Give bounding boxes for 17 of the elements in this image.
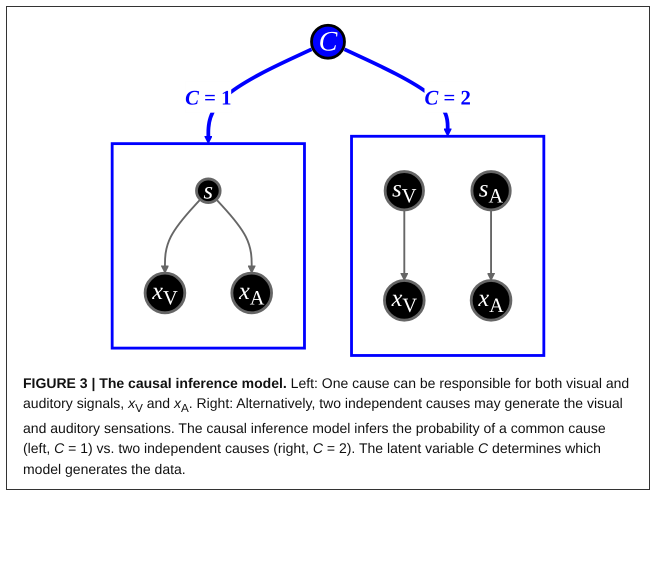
- node-circle: x$_{V}$: [144, 272, 186, 314]
- arrow: [160, 198, 201, 274]
- cluster: [350, 134, 546, 357]
- edge-label: C = 1: [185, 85, 232, 109]
- node-circle: s$_{V}$: [384, 170, 425, 212]
- node-circle: x$_{A}$: [230, 272, 273, 314]
- arrow: [400, 210, 408, 281]
- node-circle: x$_{A}$: [470, 279, 512, 322]
- arrow: [216, 198, 256, 274]
- node-circle: C: [310, 24, 346, 60]
- node-circle: x$_{V}$: [383, 279, 426, 322]
- node-circle: s: [195, 178, 222, 204]
- edge-label: C = 2: [424, 85, 471, 109]
- figure-caption: FIGURE 3 | The causal inference model. Left: One cause can be responsible for both visual and auditory signals, x$_{V}$ and x$_{A}$. Right: Alternatively, two independent causes may generate the visual and auditory sensations. The causal inference model infers the probability of a common cause (left, C = 1) vs. two independent causes (right, C = 2). The latent variable C determines which model generates the data.: [23, 374, 630, 479]
- cluster: [110, 142, 306, 350]
- node-circle: s$_{A}$: [470, 170, 512, 212]
- arrow: [486, 210, 496, 281]
